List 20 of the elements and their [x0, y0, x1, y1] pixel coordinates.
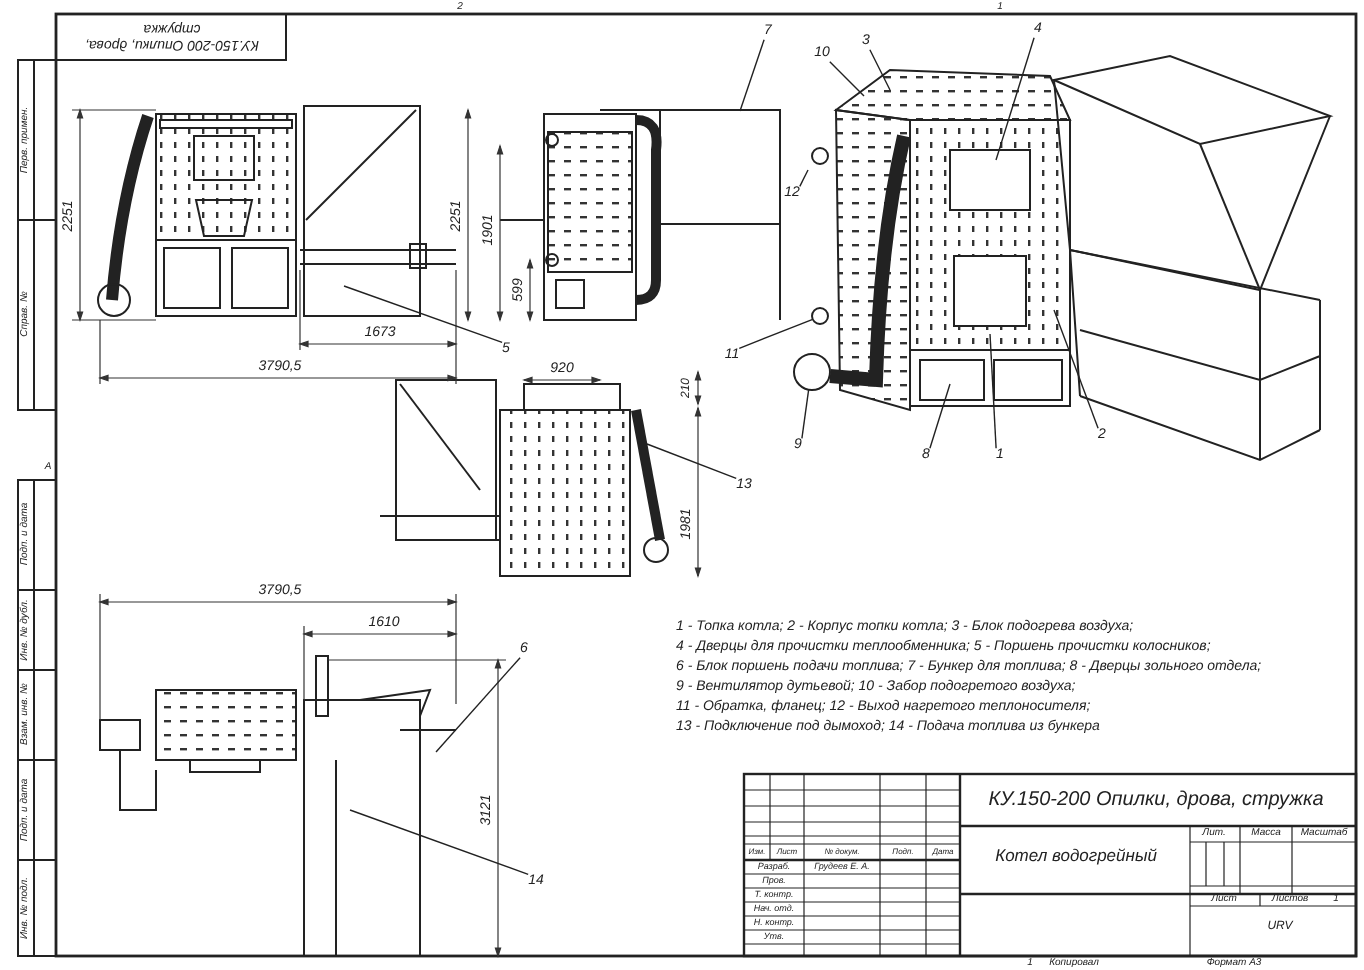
flue-pipe — [631, 409, 665, 541]
leader-line — [869, 49, 891, 91]
leader-line — [646, 443, 737, 479]
leader-line — [738, 318, 814, 349]
drawing-name: Котел водогрейный — [995, 846, 1157, 866]
leader-line — [799, 169, 809, 187]
leader-line — [989, 333, 997, 449]
drawing-title: КУ.150-200 Опилки, дрова, стружка — [988, 789, 1324, 811]
leader-line — [829, 61, 865, 97]
leader-line — [343, 285, 503, 343]
leader-line — [929, 383, 951, 449]
fan-symbol — [793, 353, 831, 391]
valve-symbol — [811, 307, 829, 325]
leader-line — [435, 657, 521, 753]
leader-line — [801, 389, 810, 439]
leader-line — [995, 37, 1035, 161]
hopper-frame — [659, 109, 781, 225]
leader-line — [1053, 309, 1099, 429]
leader-line — [349, 809, 529, 875]
leader-line — [739, 39, 765, 112]
